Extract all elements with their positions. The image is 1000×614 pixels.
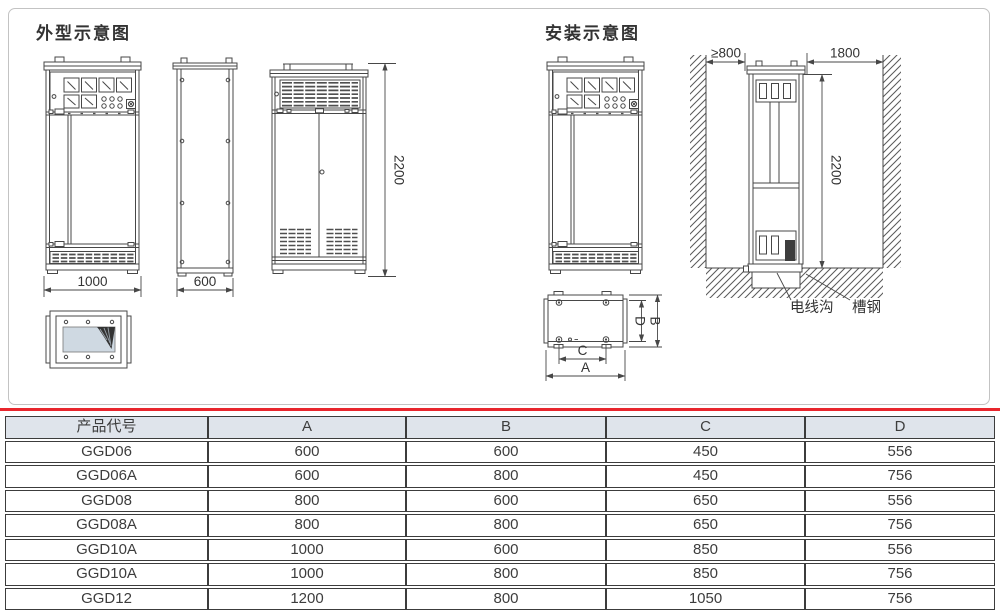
dimension-cell: 800: [208, 489, 406, 512]
install-plan-view: D B C A: [543, 291, 663, 381]
product-code-cell: GGD12: [5, 587, 208, 610]
install-diagram-title: 安装示意图: [545, 24, 640, 43]
dimension-cell: 800: [406, 514, 606, 537]
dimension-cell: 450: [606, 440, 805, 463]
technical-drawing: 1000 600 2200: [43, 46, 901, 381]
product-code-cell: GGD10A: [5, 563, 208, 586]
column-header-0: 产品代号: [5, 416, 208, 439]
outline-dimensions: 1000 600 2200: [43, 62, 407, 297]
dim-right-clearance: 1800: [830, 46, 860, 61]
dimension-cell: 800: [406, 587, 606, 610]
dimension-cell: 1050: [606, 587, 805, 610]
product-code-cell: GGD06: [5, 440, 208, 463]
column-header-2: B: [406, 416, 606, 439]
dimension-cell: 600: [406, 440, 606, 463]
dimension-cell: 800: [406, 465, 606, 488]
outline-diagram-title: 外型示意图: [36, 24, 131, 43]
plan-dim-c: C: [578, 343, 588, 358]
accent-rule: [0, 408, 1000, 411]
plan-dim-b: B: [648, 316, 663, 325]
dimension-cell: 600: [406, 538, 606, 561]
dimension-cell: 1000: [208, 538, 406, 561]
dimension-cell: 756: [805, 587, 995, 610]
plan-dim-a: A: [581, 360, 590, 375]
dimension-cell: 756: [805, 465, 995, 488]
dimension-cell: 556: [805, 440, 995, 463]
dimension-cell: 650: [606, 489, 805, 512]
dimension-cell: 756: [805, 514, 995, 537]
dimension-cell: 800: [406, 563, 606, 586]
dimension-cell: 1200: [208, 587, 406, 610]
dimension-cell: 800: [208, 514, 406, 537]
wire-trench-label: 电线沟: [790, 299, 834, 316]
dimension-cell: 1000: [208, 563, 406, 586]
dimension-cell: 650: [606, 514, 805, 537]
install-walls-ground: [690, 55, 901, 298]
column-header-1: A: [208, 416, 406, 439]
install-front-view: [546, 56, 645, 275]
product-code-cell: GGD08: [5, 489, 208, 512]
product-code-cell: GGD08A: [5, 514, 208, 537]
outline-front-view: [43, 56, 142, 275]
dim-install-height: 2200: [829, 155, 844, 185]
wire-trench-box: [751, 269, 801, 289]
plan-dim-d: D: [633, 316, 648, 326]
column-header-3: C: [606, 416, 805, 439]
dimension-cell: 556: [805, 489, 995, 512]
dimension-cell: 450: [606, 465, 805, 488]
column-header-4: D: [805, 416, 995, 439]
product-code-cell: GGD10A: [5, 538, 208, 561]
dimension-cell: 850: [606, 538, 805, 561]
dimension-cell: 600: [208, 440, 406, 463]
product-code-cell: GGD06A: [5, 465, 208, 488]
install-callouts: 电线沟 槽钢: [776, 272, 881, 316]
channel-steel-label: 槽钢: [852, 299, 881, 316]
dim-side-depth: 600: [194, 274, 217, 289]
install-dimensions: ≥800 1800 2200: [705, 46, 884, 269]
outline-side-view: [172, 57, 238, 277]
dimension-cell: 756: [805, 563, 995, 586]
outline-top-view: [45, 310, 132, 369]
install-side-view: [743, 60, 806, 273]
dim-outline-height: 2200: [392, 155, 407, 185]
dimension-cell: 600: [208, 465, 406, 488]
dimension-cell: 600: [406, 489, 606, 512]
dim-left-clearance: ≥800: [711, 46, 741, 61]
outline-rear-view: [269, 63, 369, 274]
dimension-cell: 850: [606, 563, 805, 586]
dimension-cell: 556: [805, 538, 995, 561]
dim-front-width: 1000: [77, 274, 107, 289]
